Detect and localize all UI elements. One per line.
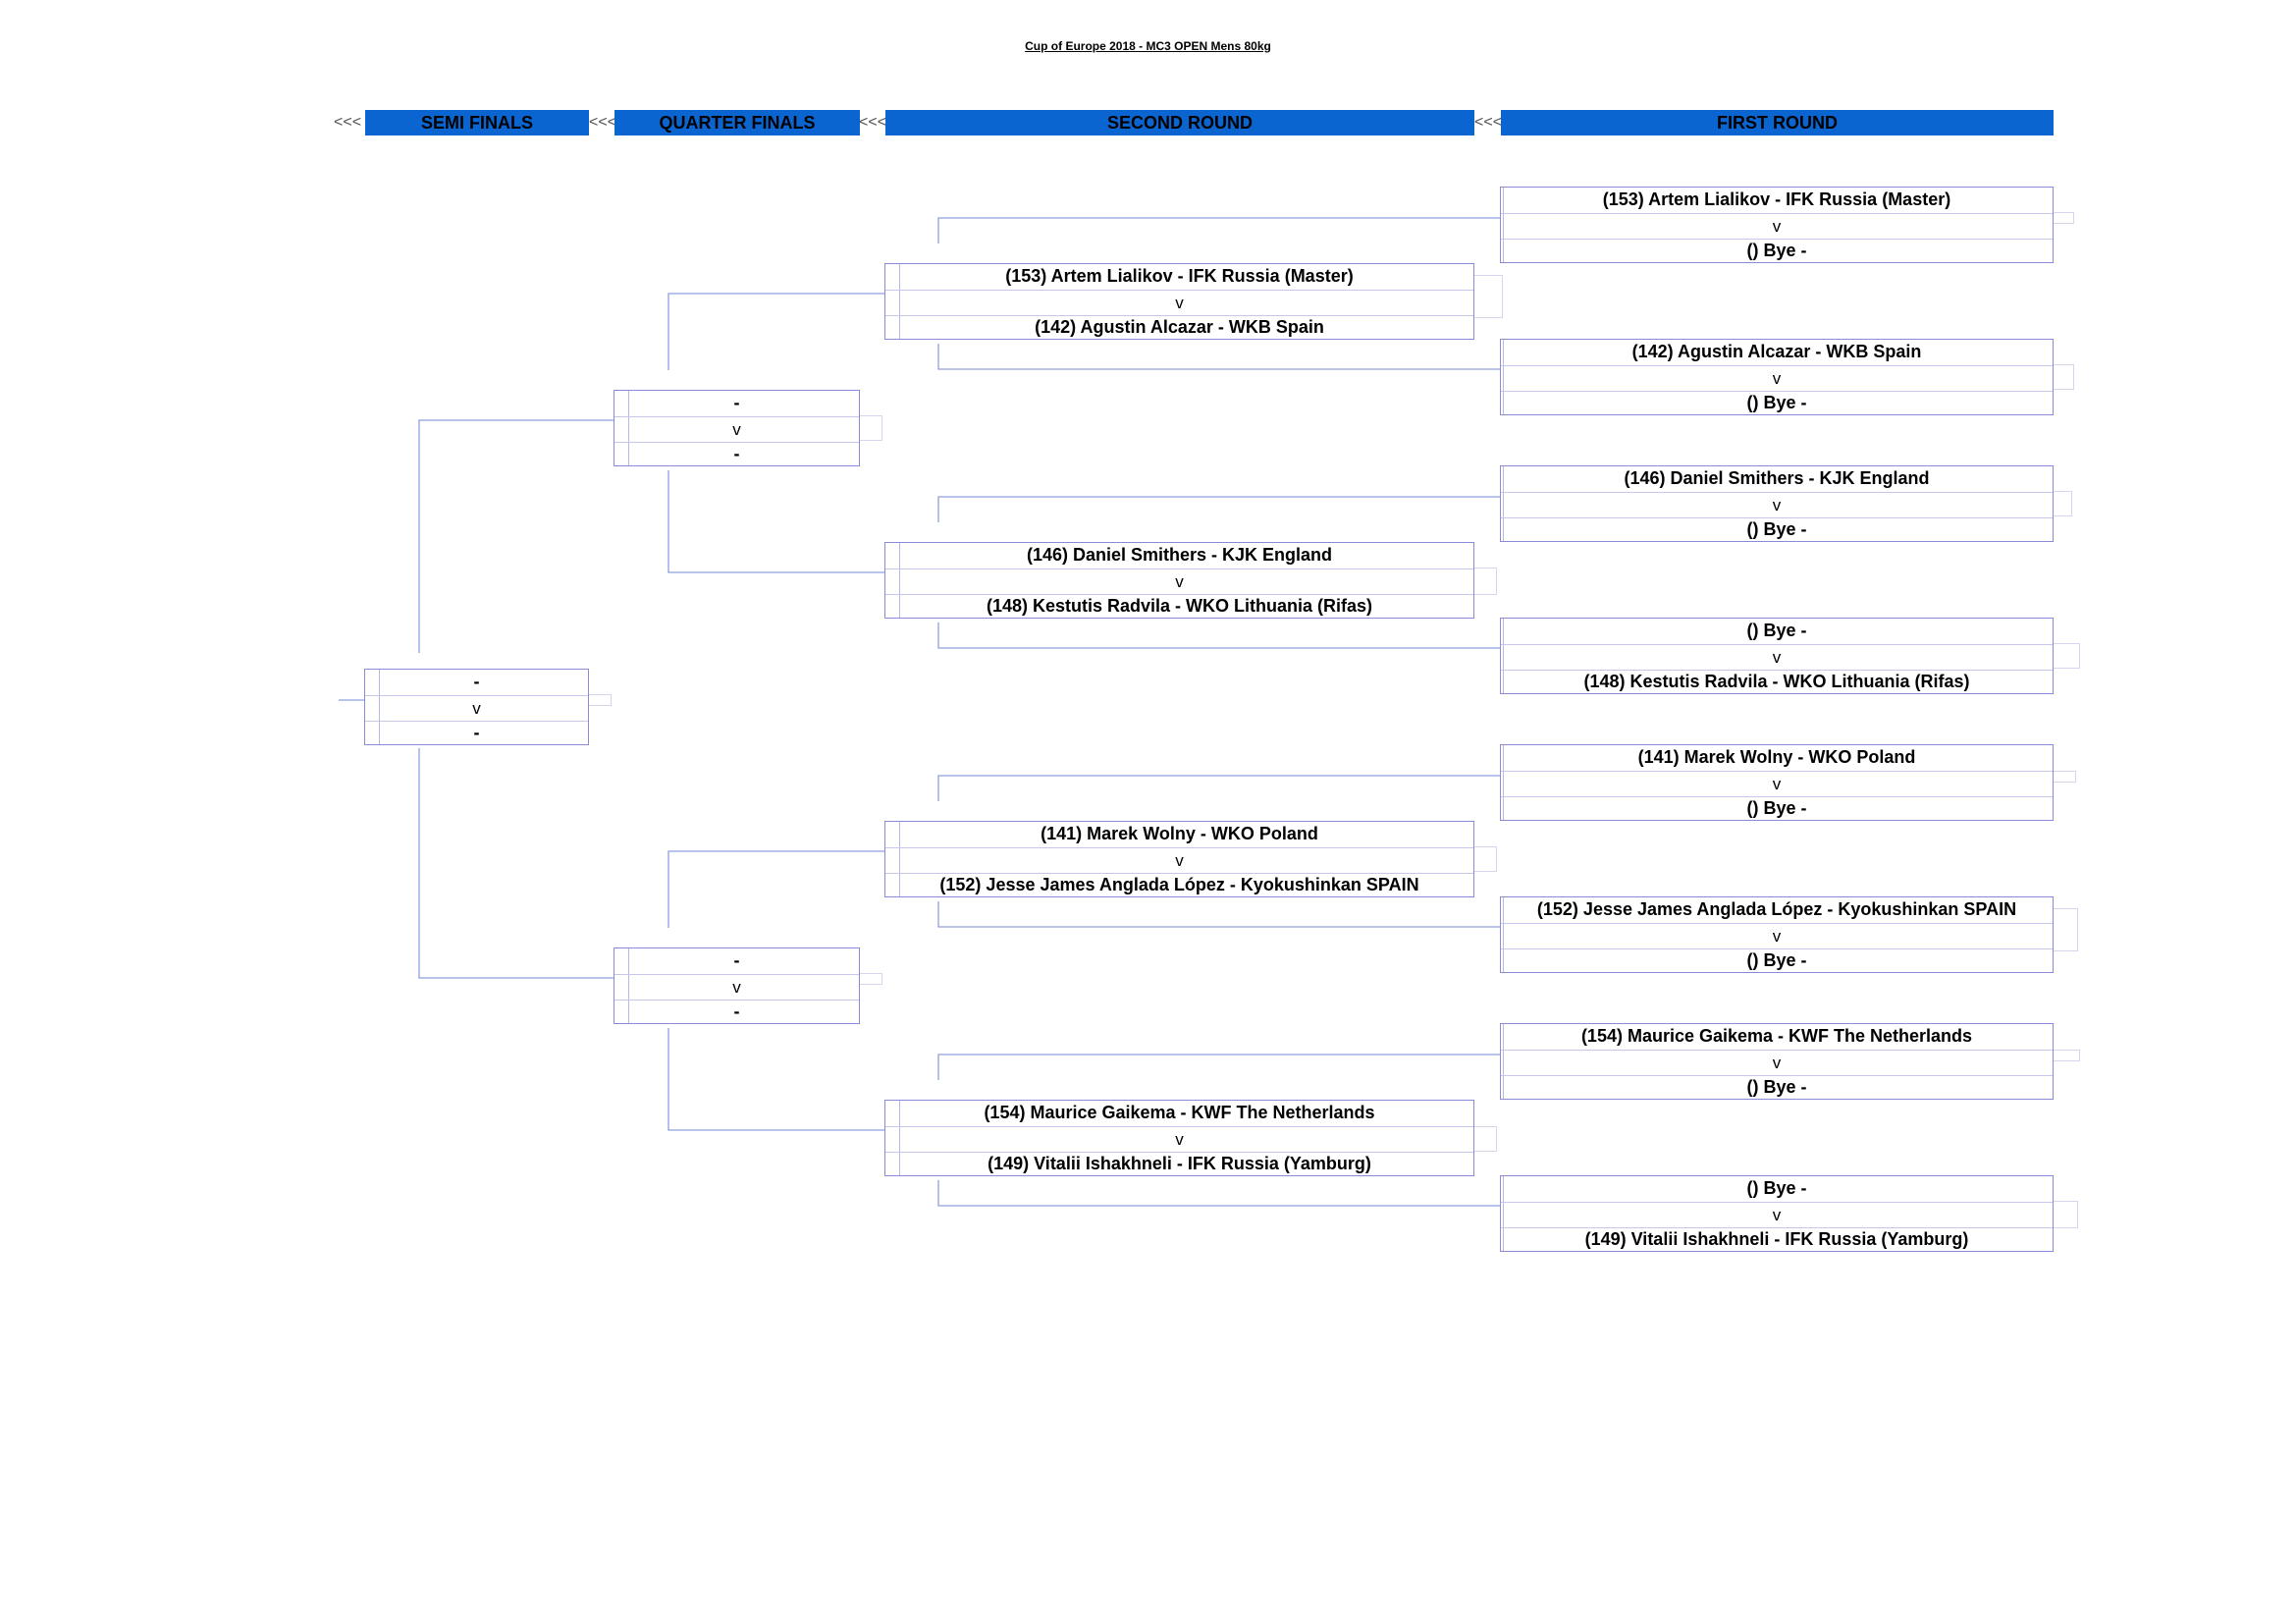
competitor-top: (154) Maurice Gaikema - KWF The Netherla…	[1580, 1026, 1973, 1046]
first-round-match-6: (152) Jesse James Anglada López - Kyokus…	[1500, 896, 2054, 973]
competitor-top: (152) Jesse James Anglada López - Kyokus…	[1536, 899, 2017, 919]
versus-label: v	[614, 416, 859, 443]
versus-label: v	[1501, 213, 2053, 240]
versus-label: v	[1501, 923, 2053, 949]
competitor-bottom: (149) Vitalii Ishakhneli - IFK Russia (Y…	[988, 1154, 1371, 1173]
second-round-match-1: (153) Artem Lialikov - IFK Russia (Maste…	[884, 263, 1474, 340]
versus-label: v	[1501, 1050, 2053, 1076]
versus-label: v	[1501, 644, 2053, 671]
score-stub	[1474, 846, 1497, 872]
header-semi-finals: SEMI FINALS	[365, 110, 589, 135]
versus-label: v	[885, 847, 1473, 874]
score-stub	[860, 973, 882, 985]
score-stub	[2054, 364, 2074, 390]
first-round-match-4: () Bye - v (148) Kestutis Radvila - WKO …	[1500, 618, 2054, 694]
competitor-bottom: () Bye -	[1746, 1077, 1807, 1097]
versus-label: v	[885, 568, 1473, 595]
versus-label: v	[1501, 771, 2053, 797]
arrow-marker-semi: <<<	[334, 114, 362, 131]
score-stub	[589, 694, 612, 706]
score-stub	[860, 415, 882, 441]
first-round-match-1: (153) Artem Lialikov - IFK Russia (Maste…	[1500, 187, 2054, 263]
score-stub	[2054, 1201, 2078, 1228]
bracket-title: Cup of Europe 2018 - MC3 OPEN Mens 80kg	[1025, 39, 1271, 53]
score-stub	[2054, 908, 2078, 951]
header-second-round: SECOND ROUND	[885, 110, 1474, 135]
arrow-marker-first: <<<	[1474, 114, 1503, 131]
first-round-match-8: () Bye - v (149) Vitalii Ishakhneli - IF…	[1500, 1175, 2054, 1252]
score-stub	[2054, 491, 2072, 516]
competitor-bottom: -	[733, 1001, 740, 1021]
first-round-match-3: (146) Daniel Smithers - KJK England v ()…	[1500, 465, 2054, 542]
competitor-top: (141) Marek Wolny - WKO Poland	[1041, 824, 1318, 843]
competitor-bottom: (148) Kestutis Radvila - WKO Lithuania (…	[986, 596, 1373, 616]
competitor-bottom: () Bye -	[1746, 519, 1807, 539]
header-quarter-finals: QUARTER FINALS	[614, 110, 860, 135]
quarter-final-match-1: - v -	[614, 390, 860, 466]
competitor-bottom: () Bye -	[1746, 798, 1807, 818]
competitor-top: (153) Artem Lialikov - IFK Russia (Maste…	[1602, 189, 1951, 209]
competitor-bottom: (152) Jesse James Anglada López - Kyokus…	[939, 875, 1419, 894]
first-round-match-5: (141) Marek Wolny - WKO Poland v () Bye …	[1500, 744, 2054, 821]
competitor-top: -	[473, 672, 480, 691]
versus-label: v	[614, 974, 859, 1001]
versus-label: v	[1501, 1202, 2053, 1228]
competitor-top: (146) Daniel Smithers - KJK England	[1026, 545, 1333, 565]
score-stub	[2054, 1050, 2080, 1061]
competitor-bottom: () Bye -	[1746, 950, 1807, 970]
versus-label: v	[1501, 365, 2053, 392]
score-stub	[1474, 568, 1497, 595]
competitor-bottom: -	[473, 723, 480, 742]
competitor-top: -	[733, 393, 740, 412]
versus-label: v	[885, 290, 1473, 316]
competitor-bottom: (149) Vitalii Ishakhneli - IFK Russia (Y…	[1584, 1229, 1969, 1249]
competitor-bottom: () Bye -	[1746, 393, 1807, 412]
competitor-top: (146) Daniel Smithers - KJK England	[1624, 468, 1930, 488]
first-round-match-7: (154) Maurice Gaikema - KWF The Netherla…	[1500, 1023, 2054, 1100]
versus-label: v	[885, 1126, 1473, 1153]
competitor-top: -	[733, 950, 740, 970]
score-stub	[1474, 1126, 1497, 1152]
competitor-top: () Bye -	[1746, 1178, 1807, 1198]
competitor-bottom: () Bye -	[1746, 241, 1807, 260]
competitor-bottom: (142) Agustin Alcazar - WKB Spain	[1035, 317, 1324, 337]
arrow-marker-second: <<<	[859, 114, 887, 131]
competitor-bottom: -	[733, 444, 740, 463]
competitor-top: (153) Artem Lialikov - IFK Russia (Maste…	[1005, 266, 1354, 286]
versus-label: v	[365, 695, 588, 722]
score-stub	[2054, 212, 2074, 224]
competitor-top: (142) Agustin Alcazar - WKB Spain	[1631, 342, 1922, 361]
versus-label: v	[1501, 492, 2053, 518]
header-first-round: FIRST ROUND	[1501, 110, 2054, 135]
arrow-marker-quarter: <<<	[589, 114, 617, 131]
competitor-bottom: (148) Kestutis Radvila - WKO Lithuania (…	[1583, 672, 1970, 691]
second-round-match-4: (154) Maurice Gaikema - KWF The Netherla…	[884, 1100, 1474, 1176]
quarter-final-match-2: - v -	[614, 947, 860, 1024]
second-round-match-3: (141) Marek Wolny - WKO Poland v (152) J…	[884, 821, 1474, 897]
semi-final-match-1: - v -	[364, 669, 589, 745]
competitor-top: (154) Maurice Gaikema - KWF The Netherla…	[984, 1103, 1375, 1122]
competitor-top: (141) Marek Wolny - WKO Poland	[1637, 747, 1916, 767]
second-round-match-2: (146) Daniel Smithers - KJK England v (1…	[884, 542, 1474, 619]
score-stub	[1474, 275, 1503, 318]
score-stub	[2054, 771, 2076, 783]
competitor-top: () Bye -	[1746, 621, 1807, 640]
score-stub	[2054, 643, 2080, 669]
first-round-match-2: (142) Agustin Alcazar - WKB Spain v () B…	[1500, 339, 2054, 415]
